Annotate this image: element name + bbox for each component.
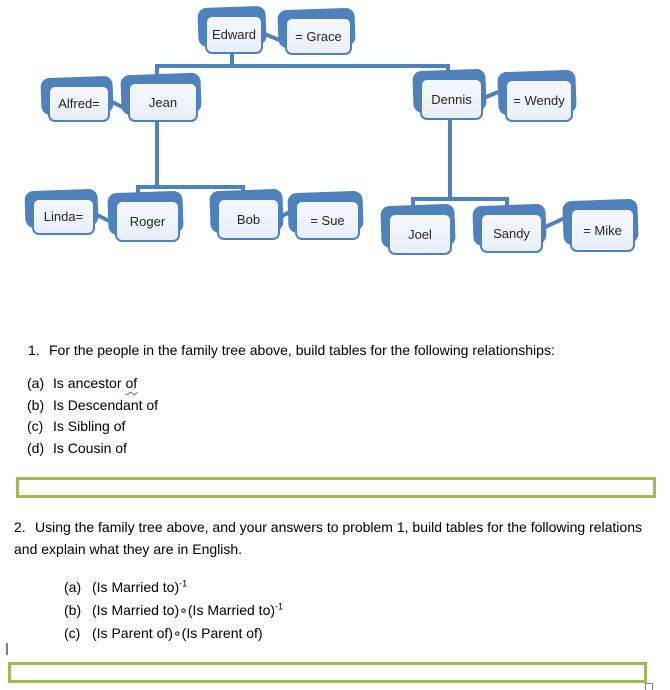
resize-handle-icon[interactable]: [645, 683, 653, 690]
item-marker: (a): [27, 375, 45, 391]
node-label: Linda=: [43, 209, 84, 224]
question-1-heading: 1. For the people in the family tree abo…: [28, 341, 555, 360]
question-1-item-c: (c) Is Sibling of: [27, 417, 125, 436]
item-text: Is Cousin of: [53, 440, 127, 456]
node-label: Bob: [236, 211, 261, 227]
question-2-text-line1: Using the family tree above, and your an…: [35, 519, 642, 535]
item-text-grammar-flagged: of: [125, 375, 138, 391]
text-cursor: [6, 643, 8, 655]
connector-edward-down: [230, 52, 234, 68]
node-label: Roger: [129, 213, 166, 229]
node-label: Alfred=: [58, 96, 100, 111]
tree-node-joel[interactable]: Joel: [380, 203, 456, 255]
connector-jean-down: [155, 120, 159, 188]
tree-node-wendy[interactable]: = Wendy: [497, 69, 577, 122]
connector-top-horizontal: [155, 64, 450, 68]
item-marker: (a): [64, 579, 82, 595]
tree-node-linda[interactable]: Linda=: [24, 188, 99, 235]
item-text: Is ancestor: [53, 375, 122, 391]
answer-box-1[interactable]: [16, 477, 656, 498]
question-1-text: For the people in the family tree above,…: [49, 342, 555, 358]
item-marker: (c): [64, 625, 81, 641]
question-1-item-a: (a) Is ancestor of: [27, 374, 137, 393]
connector-right-horizontal: [411, 197, 509, 201]
item-text: (Is Married to)-1: [92, 578, 188, 595]
superscript: -1: [179, 578, 188, 589]
connector-to-jean: [155, 64, 159, 82]
tree-node-mike[interactable]: = Mike: [562, 198, 639, 252]
answer-box-2[interactable]: [8, 662, 647, 683]
item-marker: (d): [27, 440, 45, 456]
tree-node-roger[interactable]: Roger: [107, 190, 184, 242]
question-2-number: 2.: [14, 519, 26, 535]
node-label: Jean: [148, 94, 178, 110]
node-label: Sandy: [493, 225, 530, 241]
tree-node-grace[interactable]: = Grace: [277, 7, 356, 55]
item-text: Is Sibling of: [53, 418, 126, 434]
connector-dennis-down: [448, 118, 452, 200]
question-2-item-a: (a) (Is Married to)-1: [64, 578, 187, 597]
node-label: = Grace: [295, 28, 342, 44]
question-1-item-b: (b) Is Descendant of: [27, 396, 158, 415]
question-2-item-c: (c) (Is Parent of)∘(Is Parent of): [64, 624, 263, 643]
tree-node-dennis[interactable]: Dennis: [412, 68, 487, 120]
question-1-item-d: (d) Is Cousin of: [27, 439, 127, 458]
item-text: (Is Parent of)∘(Is Parent of): [92, 625, 263, 641]
question-1-number: 1.: [28, 342, 40, 358]
tree-node-alfred[interactable]: Alfred=: [40, 75, 114, 122]
item-marker: (b): [64, 602, 82, 618]
tree-node-sandy[interactable]: Sandy: [472, 203, 547, 253]
tree-node-edward[interactable]: Edward: [197, 5, 267, 54]
connector-left-horizontal: [136, 185, 245, 189]
item-marker: (b): [27, 397, 45, 413]
tree-node-sue[interactable]: = Sue: [287, 190, 364, 240]
node-label: Dennis: [431, 91, 472, 107]
tree-node-jean[interactable]: Jean: [120, 72, 202, 122]
item-text: Is Descendant of: [53, 397, 159, 413]
node-label: = Wendy: [513, 93, 565, 108]
item-marker: (c): [27, 418, 44, 434]
node-label: = Sue: [310, 212, 345, 228]
tree-node-bob[interactable]: Bob: [209, 188, 284, 240]
question-2-text-line2: and explain what they are in English.: [14, 541, 243, 557]
superscript: -1: [275, 601, 284, 612]
item-text: (Is Married to)∘(Is Married to)-1: [92, 601, 284, 618]
question-2-item-b: (b) (Is Married to)∘(Is Married to)-1: [64, 601, 283, 620]
node-label: Edward: [211, 27, 257, 42]
question-2-heading: 2. Using the family tree above, and your…: [14, 518, 642, 537]
node-label: Joel: [408, 226, 432, 242]
node-label: = Mike: [583, 222, 622, 238]
